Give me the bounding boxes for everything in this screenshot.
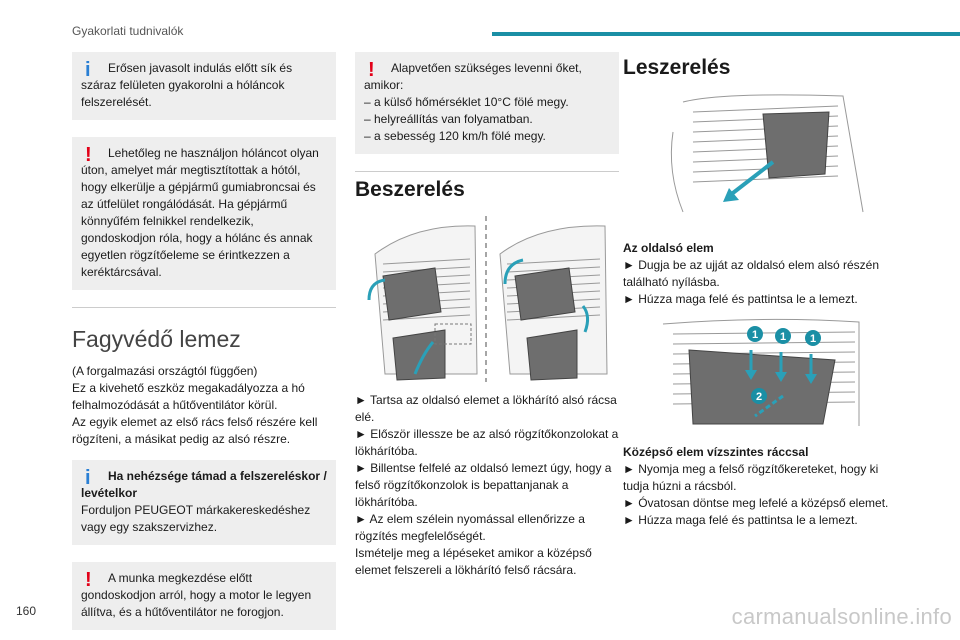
side-element-section: Az oldalsó elem ► Dugja be az ujját az o…: [623, 240, 903, 308]
warning-box-cleared-road: ! Lehetőleg ne használjon hóláncot olyan…: [72, 137, 336, 290]
warning-text: Alapvetően szükséges levenni őket, amiko…: [364, 61, 582, 92]
warning-icon: !: [85, 569, 92, 591]
callout-2-badge: [751, 388, 767, 404]
column-1: i Erősen javasolt indulás előtt sík és s…: [72, 52, 336, 640]
callout-1-label: 1: [810, 333, 816, 345]
warning-text: Lehetőleg ne használjon hóláncot olyan ú…: [81, 146, 319, 279]
step-item: Ismételje meg a lépéseket amikor a közép…: [355, 546, 592, 577]
warning-text: A munka megkezdése előtt gondoskodjon ar…: [81, 571, 312, 619]
condition-line: – a külső hőmérséklet 10°C fölé megy.: [364, 95, 569, 109]
condition-line: – a sebesség 120 km/h fölé megy.: [364, 129, 546, 143]
info-text: Erősen javasolt indulás előtt sík és szá…: [81, 61, 293, 109]
installation-steps: ► Tartsa az oldalsó elemet a lökhárító a…: [355, 392, 619, 579]
info-icon: i: [85, 467, 91, 489]
step-item: ► Húzza maga felé és pattintsa le a leme…: [623, 292, 858, 306]
callout-1-label: 1: [752, 329, 758, 341]
warning-box-engine-off: ! A munka megkezdése előtt gondoskodjon …: [72, 562, 336, 630]
paragraph-line: Az egyik elemet az első rács felső részé…: [72, 415, 318, 446]
page-number: 160: [16, 604, 37, 618]
info-icon: i: [85, 59, 91, 81]
paragraph-line: (A forgalmazási országtól függően): [72, 364, 258, 378]
subheading-side-element: Az oldalsó elem: [623, 241, 714, 255]
installation-illustration: [367, 216, 608, 382]
step-item: ► Húzza maga felé és pattintsa le a leme…: [623, 513, 858, 527]
warning-icon: !: [85, 144, 92, 166]
step-item: ► Óvatosan döntse meg lefelé a középső e…: [623, 496, 889, 510]
section-heading-frost-plate: Fagyvédő lemez: [72, 326, 241, 352]
subheading-center-element: Középső elem vízszintes ráccsal: [623, 445, 809, 459]
callout-1-badge: [805, 330, 821, 346]
section-divider: [355, 171, 619, 172]
header-accent-bar: [492, 32, 960, 36]
callout-2-label: 2: [756, 391, 762, 403]
column-2: ! Alapvetően szükséges levenni őket, ami…: [355, 52, 619, 579]
callout-1-badge: [747, 326, 763, 342]
callout-1-label: 1: [780, 331, 786, 343]
center-element-removal-illustration: 1 1 1 2: [662, 318, 860, 426]
paragraph-line: Ez a kivehető eszköz megakadályozza a hó…: [72, 381, 305, 412]
info-box-practice: i Erősen javasolt indulás előtt sík és s…: [72, 52, 336, 120]
watermark: carmanualsonline.info: [731, 604, 952, 629]
section-title: Gyakorlati tudnivalók: [72, 24, 184, 38]
info-title: Ha nehézsége támad a felszereléskor / le…: [81, 469, 327, 500]
step-item: ► Tartsa az oldalsó elemet a lökhárító a…: [355, 393, 617, 424]
side-element-removal-illustration: [670, 94, 864, 213]
frost-plate-description: (A forgalmazási országtól függően) Ez a …: [72, 363, 336, 448]
step-item: ► Nyomja meg a felső rögzítőkereteket, h…: [623, 462, 879, 493]
section-heading-installation: Beszerelés: [355, 178, 465, 201]
step-item: ► Dugja be az ujját az oldalsó elem alsó…: [623, 258, 880, 289]
section-heading-removal: Leszerelés: [623, 56, 731, 79]
step-item: ► Az elem szélein nyomással ellenőrizze …: [355, 512, 585, 543]
info-text: Forduljon PEUGEOT márkakereskedéshez vag…: [81, 503, 311, 534]
info-box-difficulty: i Ha nehézsége támad a felszereléskor / …: [72, 460, 336, 545]
column-3: Leszerelés Az oldalsó elem ► Dugja be az…: [623, 52, 903, 529]
warning-icon: !: [368, 59, 375, 81]
condition-line: – helyreállítás van folyamatban.: [364, 112, 533, 126]
step-item: ► Először illessze be az alsó rögzítőkon…: [355, 427, 619, 458]
warning-box-remove-conditions: ! Alapvetően szükséges levenni őket, ami…: [355, 52, 619, 154]
callout-1-badge: [775, 328, 791, 344]
section-divider: [72, 307, 336, 308]
step-item: ► Billentse felfelé az oldalsó lemezt úg…: [355, 461, 612, 509]
center-element-section: Középső elem vízszintes ráccsal ► Nyomja…: [623, 444, 903, 529]
